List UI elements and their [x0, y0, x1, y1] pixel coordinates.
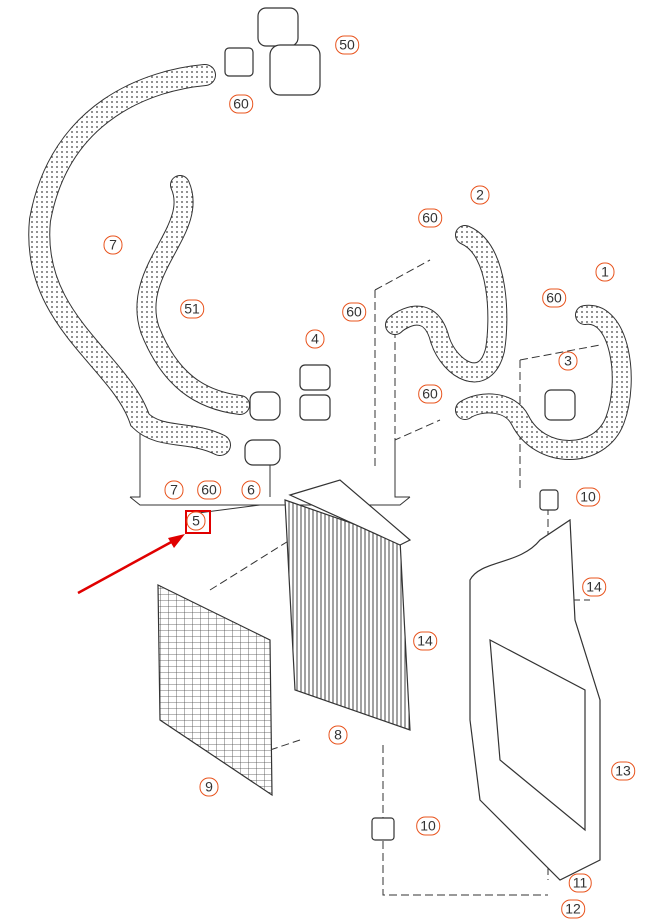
callout-part-1[interactable]: 1: [595, 262, 615, 282]
callout-part-50[interactable]: 50: [335, 35, 359, 55]
callout-part-8[interactable]: 8: [328, 725, 348, 745]
callout-part-10[interactable]: 10: [416, 816, 440, 836]
callout-part-3[interactable]: 3: [558, 351, 578, 371]
callout-part-2[interactable]: 2: [470, 185, 490, 205]
pump-valve: [224, 7, 321, 96]
callout-part-51[interactable]: 51: [180, 299, 204, 319]
callout-part-7[interactable]: 7: [103, 235, 123, 255]
callout-part-60[interactable]: 60: [197, 480, 221, 500]
connectors: [244, 364, 576, 841]
radiator: [284, 479, 412, 731]
highlight-box-part-5: [185, 510, 211, 534]
grille: [157, 584, 273, 797]
callout-part-13[interactable]: 13: [611, 761, 635, 781]
callout-part-7[interactable]: 7: [164, 480, 184, 500]
callout-part-60[interactable]: 60: [418, 208, 442, 228]
callout-part-60[interactable]: 60: [229, 94, 253, 114]
hoses: [28, 64, 632, 460]
callout-part-14[interactable]: 14: [582, 577, 606, 597]
callout-part-5[interactable]: 5: [186, 511, 206, 531]
bracket: [469, 518, 601, 881]
callout-part-9[interactable]: 9: [199, 777, 219, 797]
callout-part-60[interactable]: 60: [342, 302, 366, 322]
callout-part-14[interactable]: 14: [413, 631, 437, 651]
callout-part-10[interactable]: 10: [576, 487, 600, 507]
callout-part-11[interactable]: 11: [568, 873, 592, 893]
callout-part-4[interactable]: 4: [305, 329, 325, 349]
callout-part-12[interactable]: 12: [561, 899, 585, 919]
callout-part-60[interactable]: 60: [418, 384, 442, 404]
callout-part-60[interactable]: 60: [542, 288, 566, 308]
callout-part-6[interactable]: 6: [241, 480, 261, 500]
